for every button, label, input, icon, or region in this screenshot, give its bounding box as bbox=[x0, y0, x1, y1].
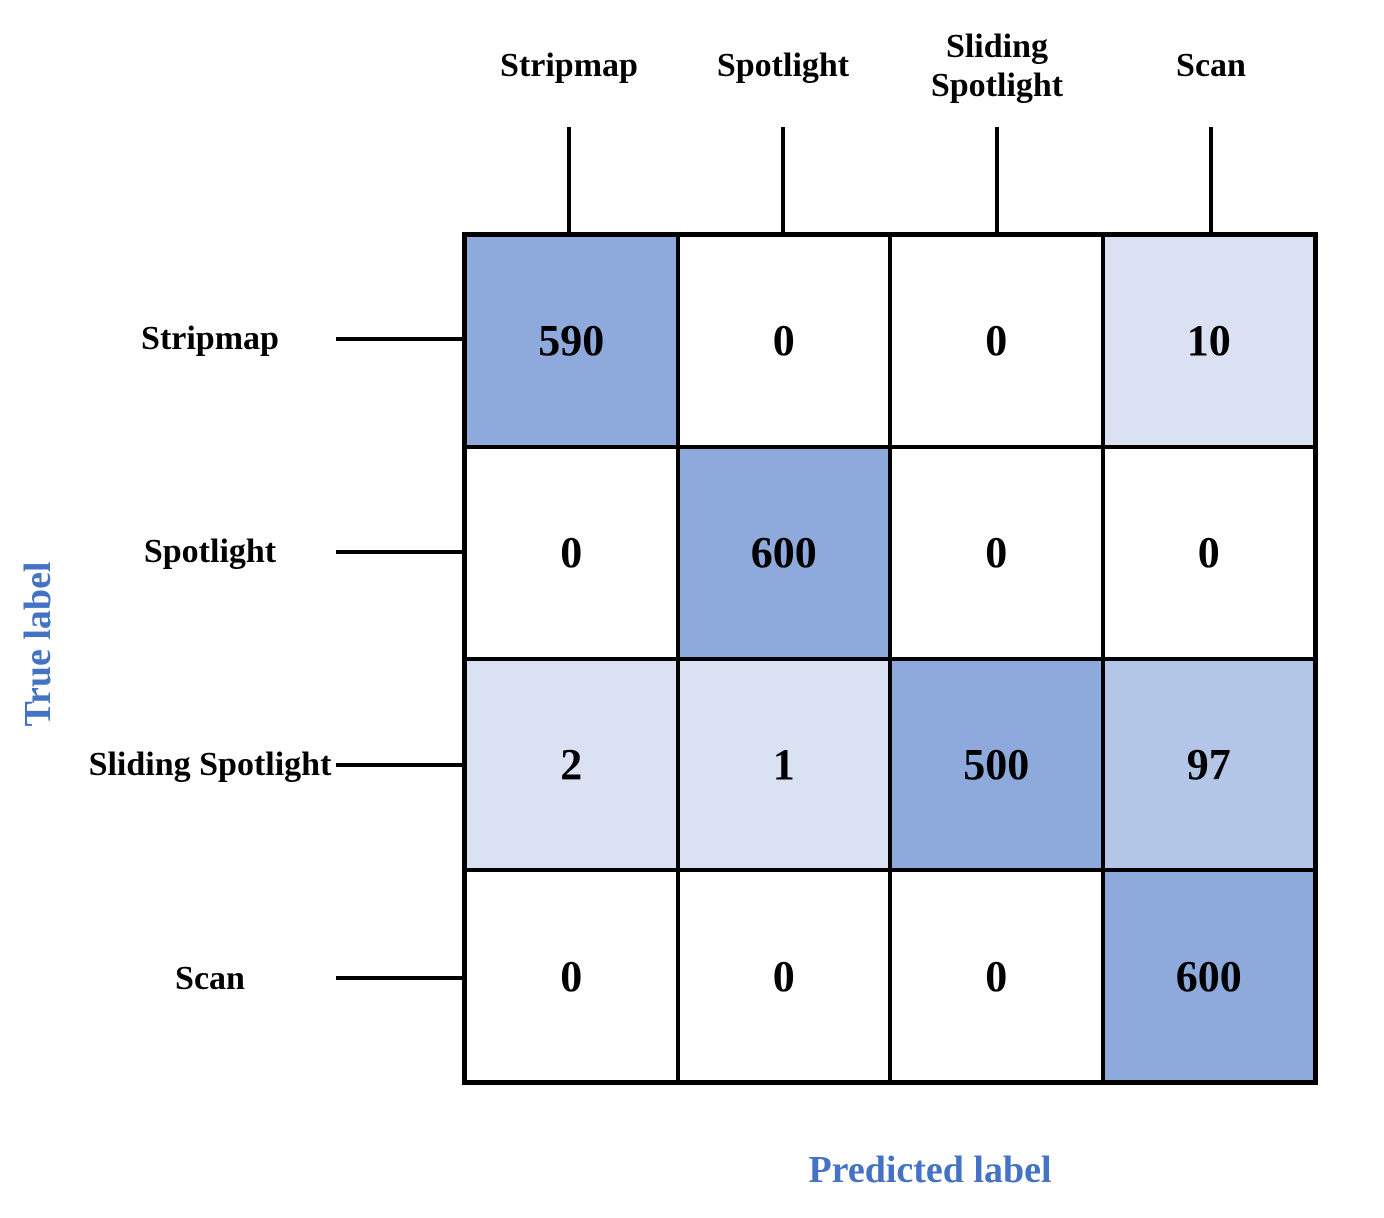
row-tick bbox=[336, 976, 462, 981]
matrix-cell-r3-c2: 0 bbox=[890, 870, 1103, 1082]
matrix-cell-r3-c3: 600 bbox=[1102, 870, 1315, 1082]
matrix-cell-r0-c2: 0 bbox=[890, 235, 1103, 447]
matrix-cell-r3-c0: 0 bbox=[465, 870, 678, 1082]
y-axis-title: True label bbox=[17, 561, 59, 727]
column-label-scan: Scan bbox=[1176, 47, 1246, 85]
row-tick bbox=[336, 763, 462, 768]
x-axis-title: Predicted label bbox=[808, 1149, 1052, 1191]
column-tick bbox=[567, 127, 571, 232]
column-label-stripmap: Stripmap bbox=[500, 47, 638, 85]
matrix-cell-r2-c2: 500 bbox=[890, 658, 1103, 871]
matrix-cell-r0-c1: 0 bbox=[677, 235, 890, 447]
column-label-sliding-spotlight: Sliding Spotlight bbox=[930, 27, 1064, 104]
row-label-scan: Scan bbox=[175, 959, 245, 997]
column-label-spotlight: Spotlight bbox=[716, 47, 850, 85]
matrix-cell-r0-c0: 590 bbox=[465, 235, 678, 447]
matrix-cell-r1-c2: 0 bbox=[890, 446, 1103, 659]
row-label-stripmap: Stripmap bbox=[141, 319, 279, 357]
row-label-spotlight: Spotlight bbox=[143, 533, 277, 571]
matrix-cell-r2-c1: 1 bbox=[677, 658, 890, 871]
matrix-cell-r1-c3: 0 bbox=[1102, 446, 1315, 659]
column-tick bbox=[995, 127, 999, 232]
row-tick bbox=[336, 549, 462, 554]
matrix-cell-r0-c3: 10 bbox=[1102, 235, 1315, 447]
matrix-cell-r3-c1: 0 bbox=[677, 870, 890, 1082]
matrix-cell-r1-c1: 600 bbox=[677, 446, 890, 659]
matrix-cell-r2-c3: 97 bbox=[1102, 658, 1315, 871]
matrix-cell-r1-c0: 0 bbox=[465, 446, 678, 659]
row-tick bbox=[336, 336, 462, 341]
row-label-sliding-spotlight: Sliding Spotlight bbox=[88, 746, 332, 784]
column-tick bbox=[781, 127, 785, 232]
matrix-cell-r2-c0: 2 bbox=[465, 658, 678, 871]
column-tick bbox=[1209, 127, 1213, 232]
